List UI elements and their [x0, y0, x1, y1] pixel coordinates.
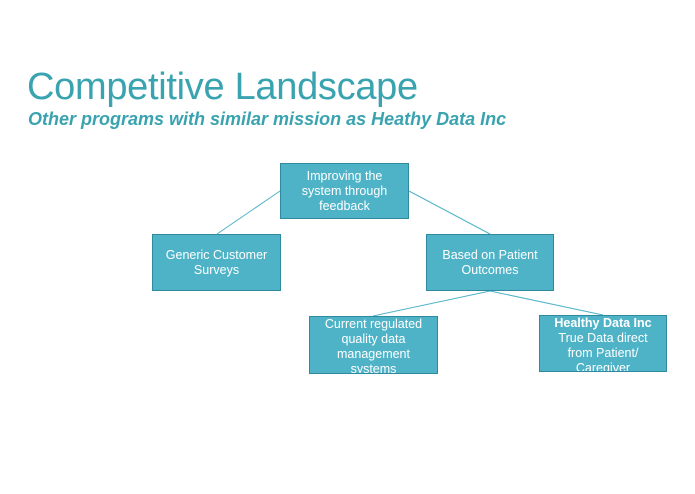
node-heading: Healthy Data Inc [554, 316, 652, 330]
node-text-line: system through [301, 184, 388, 198]
node-text-line: from Patient/ [567, 346, 639, 360]
node-text-line: Improving the [306, 169, 383, 183]
node-improving-system: Improving the system through feedback [280, 163, 409, 219]
node-text-line: feedback [319, 199, 370, 213]
node-patient-outcomes: Based on Patient Outcomes [426, 234, 554, 291]
node-text-line: Current regulated [324, 317, 423, 331]
edge-root-generic [216, 190, 281, 235]
edge-patient-healthy [489, 290, 604, 316]
node-text-line: Surveys [193, 263, 240, 277]
node-current-systems: Current regulated quality data managemen… [309, 316, 438, 374]
node-text-line: Generic Customer [165, 248, 268, 262]
slide-title: Competitive Landscape [27, 66, 418, 108]
node-healthy-data-inc: Healthy Data Inc True Data direct from P… [539, 315, 667, 372]
node-text-line: systems [350, 362, 397, 374]
node-text-line: management [337, 347, 410, 361]
node-text-line: quality data [341, 332, 406, 346]
edge-patient-current [372, 290, 491, 317]
node-text-line: Based on Patient [442, 248, 538, 262]
node-text-line: Caregiver [575, 361, 631, 372]
edge-root-patient [408, 190, 491, 235]
slide-subtitle: Other programs with similar mission as H… [28, 109, 507, 129]
node-text-line: Outcomes [461, 263, 519, 277]
node-text-line: True Data direct [558, 331, 648, 345]
node-generic-surveys: Generic Customer Surveys [152, 234, 281, 291]
